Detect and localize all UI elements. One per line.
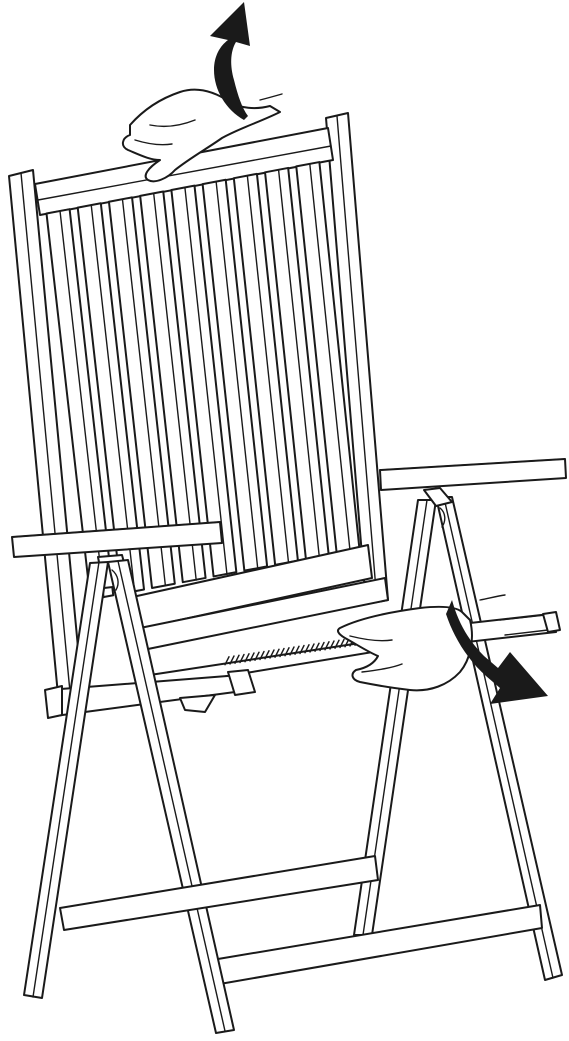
armrest-right — [380, 459, 566, 506]
front-crossbar — [60, 856, 378, 930]
rear-bottom-crossbar — [212, 905, 542, 985]
